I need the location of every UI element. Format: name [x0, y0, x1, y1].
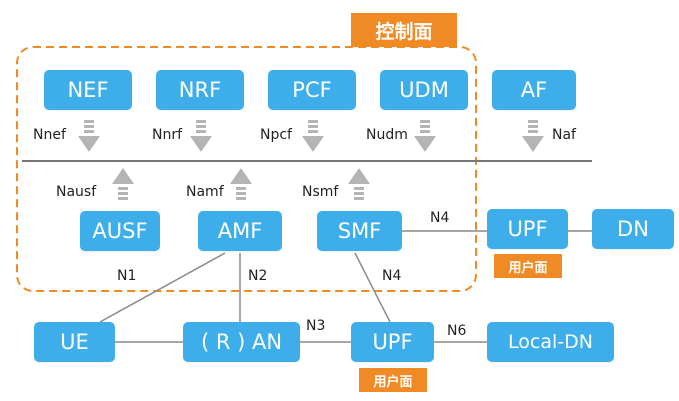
nnef-label: Nnef: [33, 127, 66, 143]
naf-label: Naf: [552, 127, 576, 143]
n3-label: N3: [306, 318, 326, 334]
upf-top-node[interactable]: UPF: [487, 209, 568, 249]
nudm-label: Nudm: [366, 127, 408, 143]
nef-node[interactable]: NEF: [44, 70, 132, 110]
dn-node[interactable]: DN: [592, 209, 674, 249]
user-plane-tag-top: 用户面: [494, 254, 562, 278]
up-arrow-icon: [230, 168, 252, 200]
control-plane-boundary: [16, 46, 477, 292]
down-arrow-icon: [78, 120, 100, 152]
up-arrow-icon: [112, 168, 134, 200]
upf-bottom-node[interactable]: UPF: [351, 322, 434, 362]
n1-label: N1: [117, 268, 137, 284]
down-arrow-icon: [190, 120, 212, 152]
link-amf-ue: [99, 252, 226, 323]
nnrf-label: Nnrf: [152, 127, 183, 143]
udm-node[interactable]: UDM: [380, 70, 468, 110]
down-arrow-icon: [522, 120, 544, 152]
link-smf-upf-bottom: [354, 252, 391, 323]
down-arrow-icon: [302, 120, 324, 152]
up-arrow-icon: [348, 168, 370, 200]
n4-top-label: N4: [430, 210, 450, 226]
control-plane-title: 控制面: [375, 20, 433, 43]
amf-node[interactable]: AMF: [198, 211, 282, 251]
ue-node[interactable]: UE: [34, 322, 115, 362]
namf-label: Namf: [186, 184, 224, 200]
n2-label: N2: [248, 268, 268, 284]
af-node[interactable]: AF: [492, 70, 576, 110]
local-dn-node[interactable]: Local-DN: [487, 322, 614, 362]
ran-node[interactable]: ( R ) AN: [183, 322, 300, 362]
control-plane-tag: 控制面: [351, 13, 457, 47]
nausf-label: Nausf: [56, 184, 97, 200]
user-plane-tag-bottom: 用户面: [359, 368, 427, 392]
ausf-node[interactable]: AUSF: [80, 211, 160, 251]
n6-label: N6: [447, 323, 467, 339]
nrf-node[interactable]: NRF: [156, 70, 244, 110]
n4-bottom-label: N4: [382, 268, 402, 284]
nsmf-label: Nsmf: [302, 184, 339, 200]
pcf-node[interactable]: PCF: [268, 70, 356, 110]
down-arrow-icon: [414, 120, 436, 152]
npcf-label: Npcf: [260, 127, 292, 143]
smf-node[interactable]: SMF: [317, 211, 402, 251]
